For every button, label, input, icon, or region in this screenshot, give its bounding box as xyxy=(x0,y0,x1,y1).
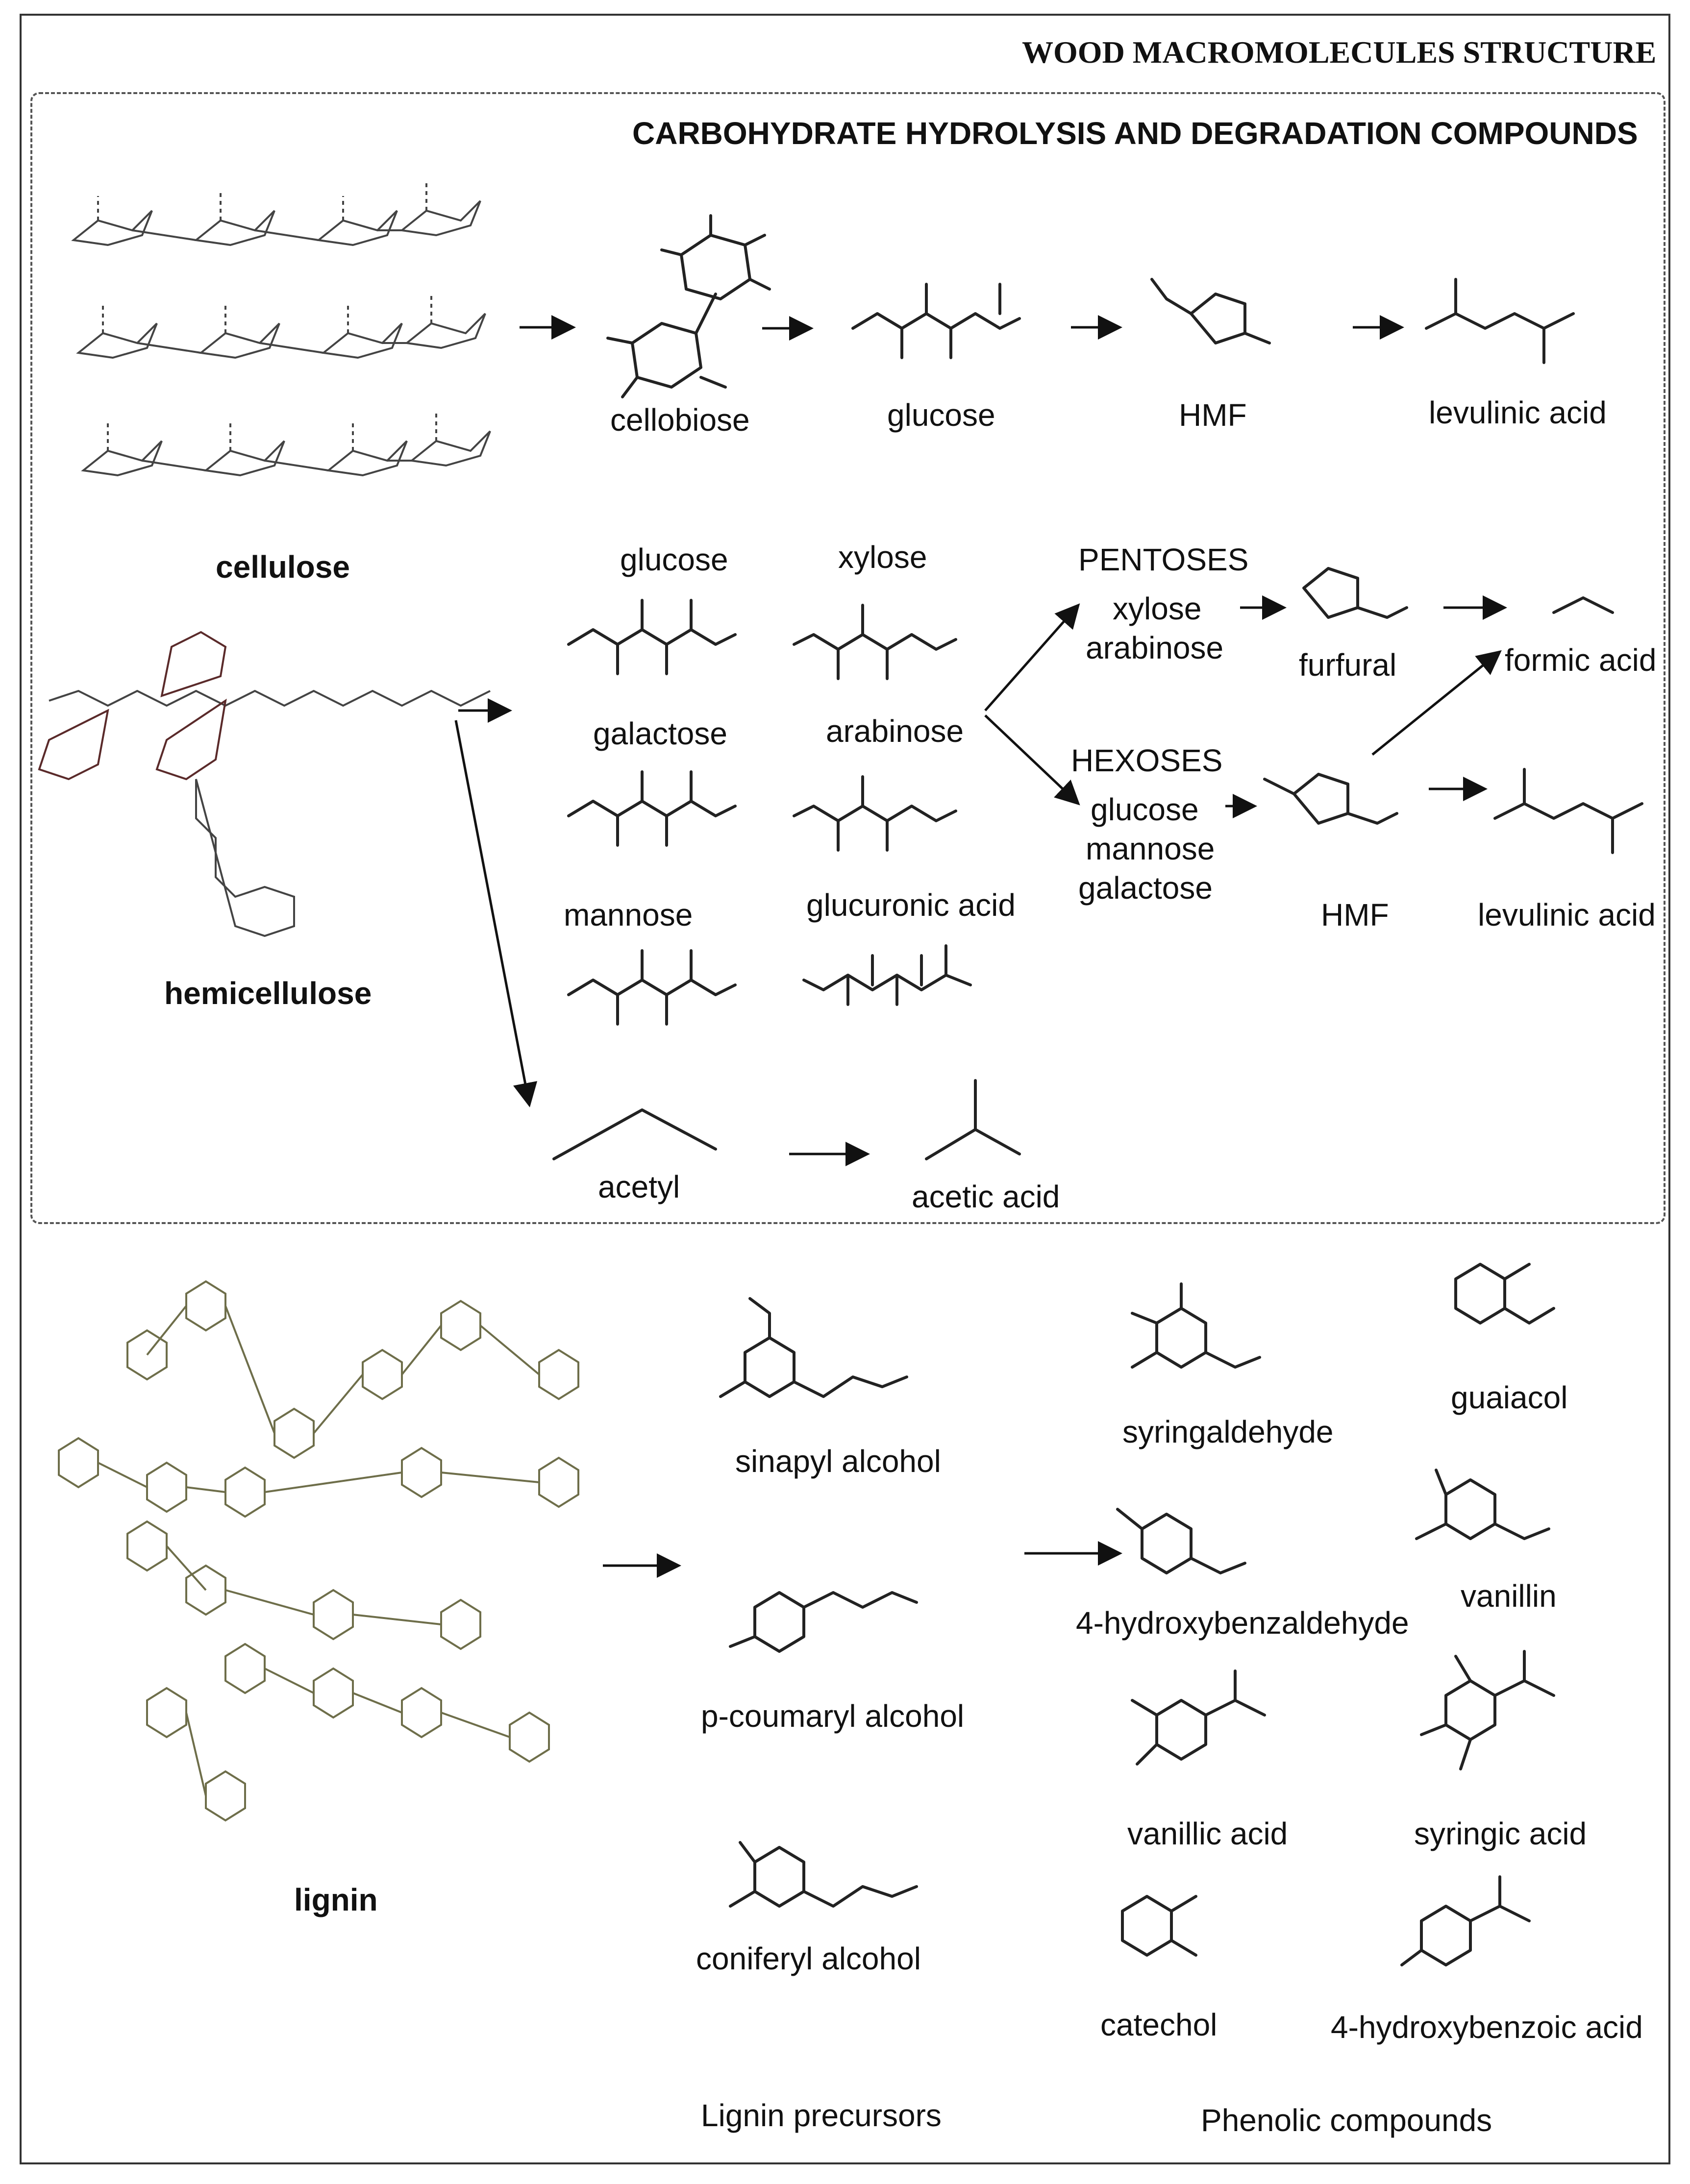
label-catechol: catechol xyxy=(1100,2007,1218,2042)
cellulose-sheet-3 xyxy=(81,412,491,477)
pentoses-xylose: xylose xyxy=(1113,591,1202,626)
label-glucose-top: glucose xyxy=(887,397,995,433)
label-hmf-lower: HMF xyxy=(1321,897,1389,932)
label-vanillic: vanillic acid xyxy=(1127,1816,1288,1851)
label-formic: formic acid xyxy=(1505,642,1657,678)
label-cellobiose: cellobiose xyxy=(610,402,750,438)
label-coumaryl: p-coumaryl alcohol xyxy=(701,1698,965,1734)
label-levulinic-lower: levulinic acid xyxy=(1478,897,1656,932)
glucose-structure-top xyxy=(851,283,1021,359)
hmf-structure-top xyxy=(1150,278,1271,344)
arrow-hemicellulose-acetyl xyxy=(454,720,538,1107)
label-phenolic-compounds: Phenolic compounds xyxy=(1201,2103,1492,2138)
cellobiose-structure xyxy=(606,214,771,398)
label-hmf-top: HMF xyxy=(1179,397,1247,433)
hexoses-glucose: glucose xyxy=(1091,792,1199,827)
label-acetic: acetic acid xyxy=(912,1179,1060,1214)
levulinic-structure-lower xyxy=(1493,768,1643,854)
label-sinapyl: sinapyl alcohol xyxy=(735,1444,941,1479)
carbohydrate-section-box xyxy=(30,92,1665,1224)
hexoses-header: HEXOSES xyxy=(1071,743,1223,778)
label-glucose: glucose xyxy=(620,542,728,577)
label-hydroxybenzaldehyde: 4-hydroxybenzaldehyde xyxy=(1076,1605,1409,1641)
label-glucuronic: glucuronic acid xyxy=(806,887,1016,923)
main-title: WOOD MACROMOLECULES STRUCTURE xyxy=(1022,35,1657,70)
acetyl-structure xyxy=(552,1108,717,1160)
label-guaiacol: guaiacol xyxy=(1451,1380,1568,1415)
hexoses-galactose: galactose xyxy=(1078,870,1213,906)
label-acetyl: acetyl xyxy=(598,1169,680,1204)
arrow-to-pentoses xyxy=(984,603,1080,712)
syringaldehyde-structure xyxy=(1131,1282,1261,1369)
label-furfural: furfural xyxy=(1299,647,1397,683)
hydroxybenzaldehyde-structure xyxy=(1116,1508,1246,1574)
pentoses-arabinose: arabinose xyxy=(1086,630,1224,665)
guaiacol-structure xyxy=(1454,1263,1555,1325)
cellulose-structure xyxy=(71,181,491,477)
sugar-chains xyxy=(567,599,972,1026)
label-syringic: syringic acid xyxy=(1414,1816,1587,1851)
coniferyl-structure xyxy=(729,1841,918,1908)
label-syringaldehyde: syringaldehyde xyxy=(1122,1414,1334,1449)
catechol-structure xyxy=(1121,1895,1197,1957)
vanillin-structure xyxy=(1415,1469,1550,1540)
furfural-structure xyxy=(1302,567,1408,619)
hmf-structure-lower xyxy=(1263,773,1398,825)
hydroxybenzoic-structure xyxy=(1400,1875,1531,1966)
vanillic-structure xyxy=(1131,1669,1266,1766)
label-vanillin: vanillin xyxy=(1461,1578,1557,1614)
sinapyl-structure xyxy=(719,1297,908,1398)
label-cellulose: cellulose xyxy=(216,549,350,585)
label-galactose: galactose xyxy=(593,716,727,751)
label-hemicellulose: hemicellulose xyxy=(164,976,372,1011)
coumaryl-structure xyxy=(729,1591,918,1653)
label-xylose: xylose xyxy=(838,540,927,575)
cellulose-sheet-1 xyxy=(71,181,481,246)
label-arabinose: arabinose xyxy=(826,713,964,749)
label-mannose: mannose xyxy=(564,897,693,932)
outer-frame xyxy=(20,14,1670,2164)
carb-section-title: CARBOHYDRATE HYDROLYSIS AND DEGRADATION … xyxy=(632,116,1638,151)
hemicellulose-structure xyxy=(38,631,491,937)
arrow-to-hexoses xyxy=(984,714,1080,806)
label-levulinic-top: levulinic acid xyxy=(1429,395,1607,430)
cellulose-sheet-2 xyxy=(76,294,486,359)
hexoses-mannose: mannose xyxy=(1086,831,1215,866)
levulinic-structure-top xyxy=(1425,278,1575,364)
acetic-structure xyxy=(925,1079,1021,1160)
lignin-structure xyxy=(58,1280,579,1822)
label-hydroxybenzoic: 4-hydroxybenzoic acid xyxy=(1331,2010,1643,2045)
formic-structure xyxy=(1552,596,1614,614)
syringic-structure xyxy=(1420,1650,1555,1770)
label-lignin: lignin xyxy=(294,1882,378,1917)
pentoses-header: PENTOSES xyxy=(1078,542,1249,577)
label-coniferyl: coniferyl alcohol xyxy=(696,1941,921,1976)
arrow-hmf-formic xyxy=(1371,650,1502,756)
label-lignin-precursors: Lignin precursors xyxy=(701,2098,942,2133)
